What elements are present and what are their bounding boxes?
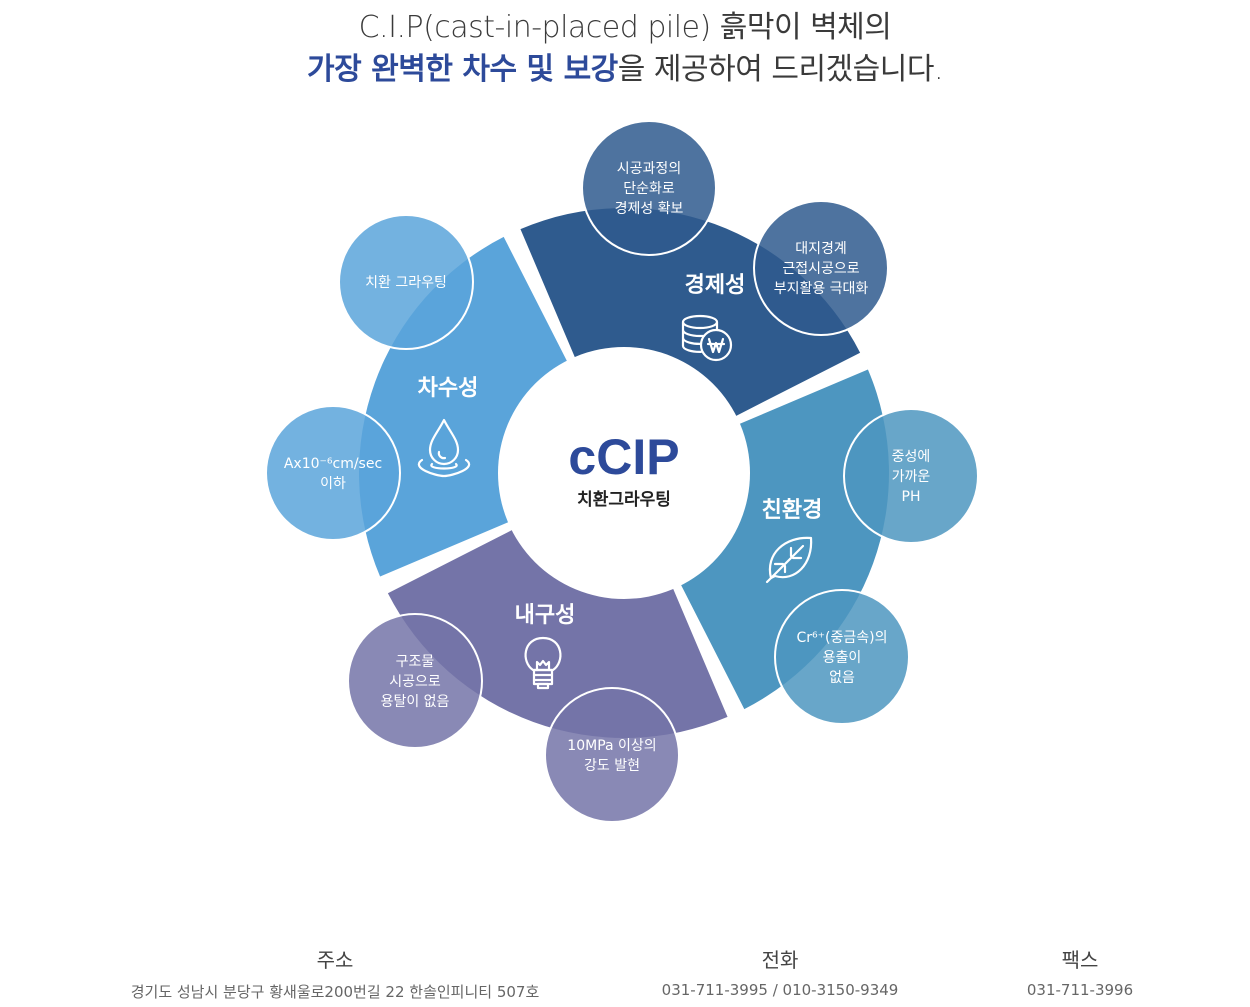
bubble-text-line: 시공과정의 xyxy=(617,161,681,177)
center-subtitle: 치환그라우팅 xyxy=(577,490,671,510)
headline-line-1: C.I.P(cast-in-placed pile) 흙막이 벽체의 xyxy=(358,10,892,45)
bubble-text-line: 구조물 xyxy=(396,654,435,670)
footer-fax: 팩스 031-711-3996 xyxy=(990,944,1170,999)
bubble-waterproof-8: 치환 그라우팅 xyxy=(338,214,474,350)
water-drop-icon xyxy=(418,418,470,478)
bubble-waterproof-7: Ax10⁻⁶cm/sec 이하 xyxy=(265,405,401,541)
bubble-circle xyxy=(347,613,483,749)
bubble-text-line: 대지경계 xyxy=(795,241,847,257)
headline-accent: 가장 완벽한 차수 및 보강 xyxy=(307,52,618,87)
bubble-text-line: 가까운 xyxy=(892,469,931,485)
bubble-circle xyxy=(774,589,910,725)
fax-label: 팩스 xyxy=(1061,948,1099,972)
leaf-icon xyxy=(765,536,813,584)
bubble-text-line: 단순화로 xyxy=(623,181,675,197)
bubble-text-line: 중성에 xyxy=(892,449,931,465)
bubble-text-line: Cr⁶⁺(중금속)의 xyxy=(797,630,888,646)
segment-label-waterproof: 차수성 xyxy=(418,376,479,401)
bubble-circle xyxy=(581,120,717,256)
bubble-text-line: 부지활용 극대화 xyxy=(774,281,869,297)
bubble-circle xyxy=(843,408,979,544)
footer-phone: 전화 031-711-3995 / 010-3150-9349 xyxy=(630,944,930,999)
headline-line-2: 가장 완벽한 차수 및 보강을 제공하여 드리겠습니다. xyxy=(0,44,1250,88)
lightbulb-icon xyxy=(524,636,562,690)
bubble-circle xyxy=(265,405,401,541)
bubble-text-line: 치환 그라우팅 xyxy=(365,275,447,291)
bubble-text-line: 10MPa 이상의 xyxy=(567,738,656,754)
bubble-text-line: 근접시공으로 xyxy=(782,261,859,277)
bubble-circle xyxy=(544,687,680,823)
segment-label-durability: 내구성 xyxy=(515,603,576,628)
fax-value: 031-711-3996 xyxy=(1026,981,1134,999)
segment-label-economy: 경제성 xyxy=(685,273,746,298)
bubble-text-line: PH xyxy=(902,489,921,505)
bubble-text-line: Ax10⁻⁶cm/sec xyxy=(284,456,382,472)
center-circle xyxy=(498,347,750,599)
phone-value: 031-711-3995 / 010-3150-9349 xyxy=(661,981,899,999)
bubble-text-line: 시공으로 xyxy=(389,674,441,690)
phone-label: 전화 xyxy=(761,948,799,972)
bubble-text-line: 경제성 확보 xyxy=(615,201,684,217)
address-label: 주소 xyxy=(316,948,354,972)
bubble-text-line: 강도 발현 xyxy=(584,758,640,774)
center-title: cCIP xyxy=(568,429,679,485)
footer-address: 주소 경기도 성남시 분당구 황새울로200번길 22 한솔인피니티 507호 xyxy=(95,944,575,1002)
bubble-circle xyxy=(753,200,889,336)
bubble-text-line: 이하 xyxy=(320,476,346,492)
bubble-text-line: 용탈이 없음 xyxy=(381,694,450,710)
segment-label-eco: 친환경 xyxy=(762,498,823,523)
address-value: 경기도 성남시 분당구 황새울로200번길 22 한솔인피니티 507호 xyxy=(130,983,540,1001)
coins-won-icon xyxy=(681,314,733,362)
bubble-text-line: 없음 xyxy=(829,670,855,686)
bubble-circle xyxy=(338,214,474,350)
bubble-text-line: 용출이 xyxy=(823,650,862,666)
headline-rest: 을 제공하여 드리겠습니다. xyxy=(617,52,944,87)
